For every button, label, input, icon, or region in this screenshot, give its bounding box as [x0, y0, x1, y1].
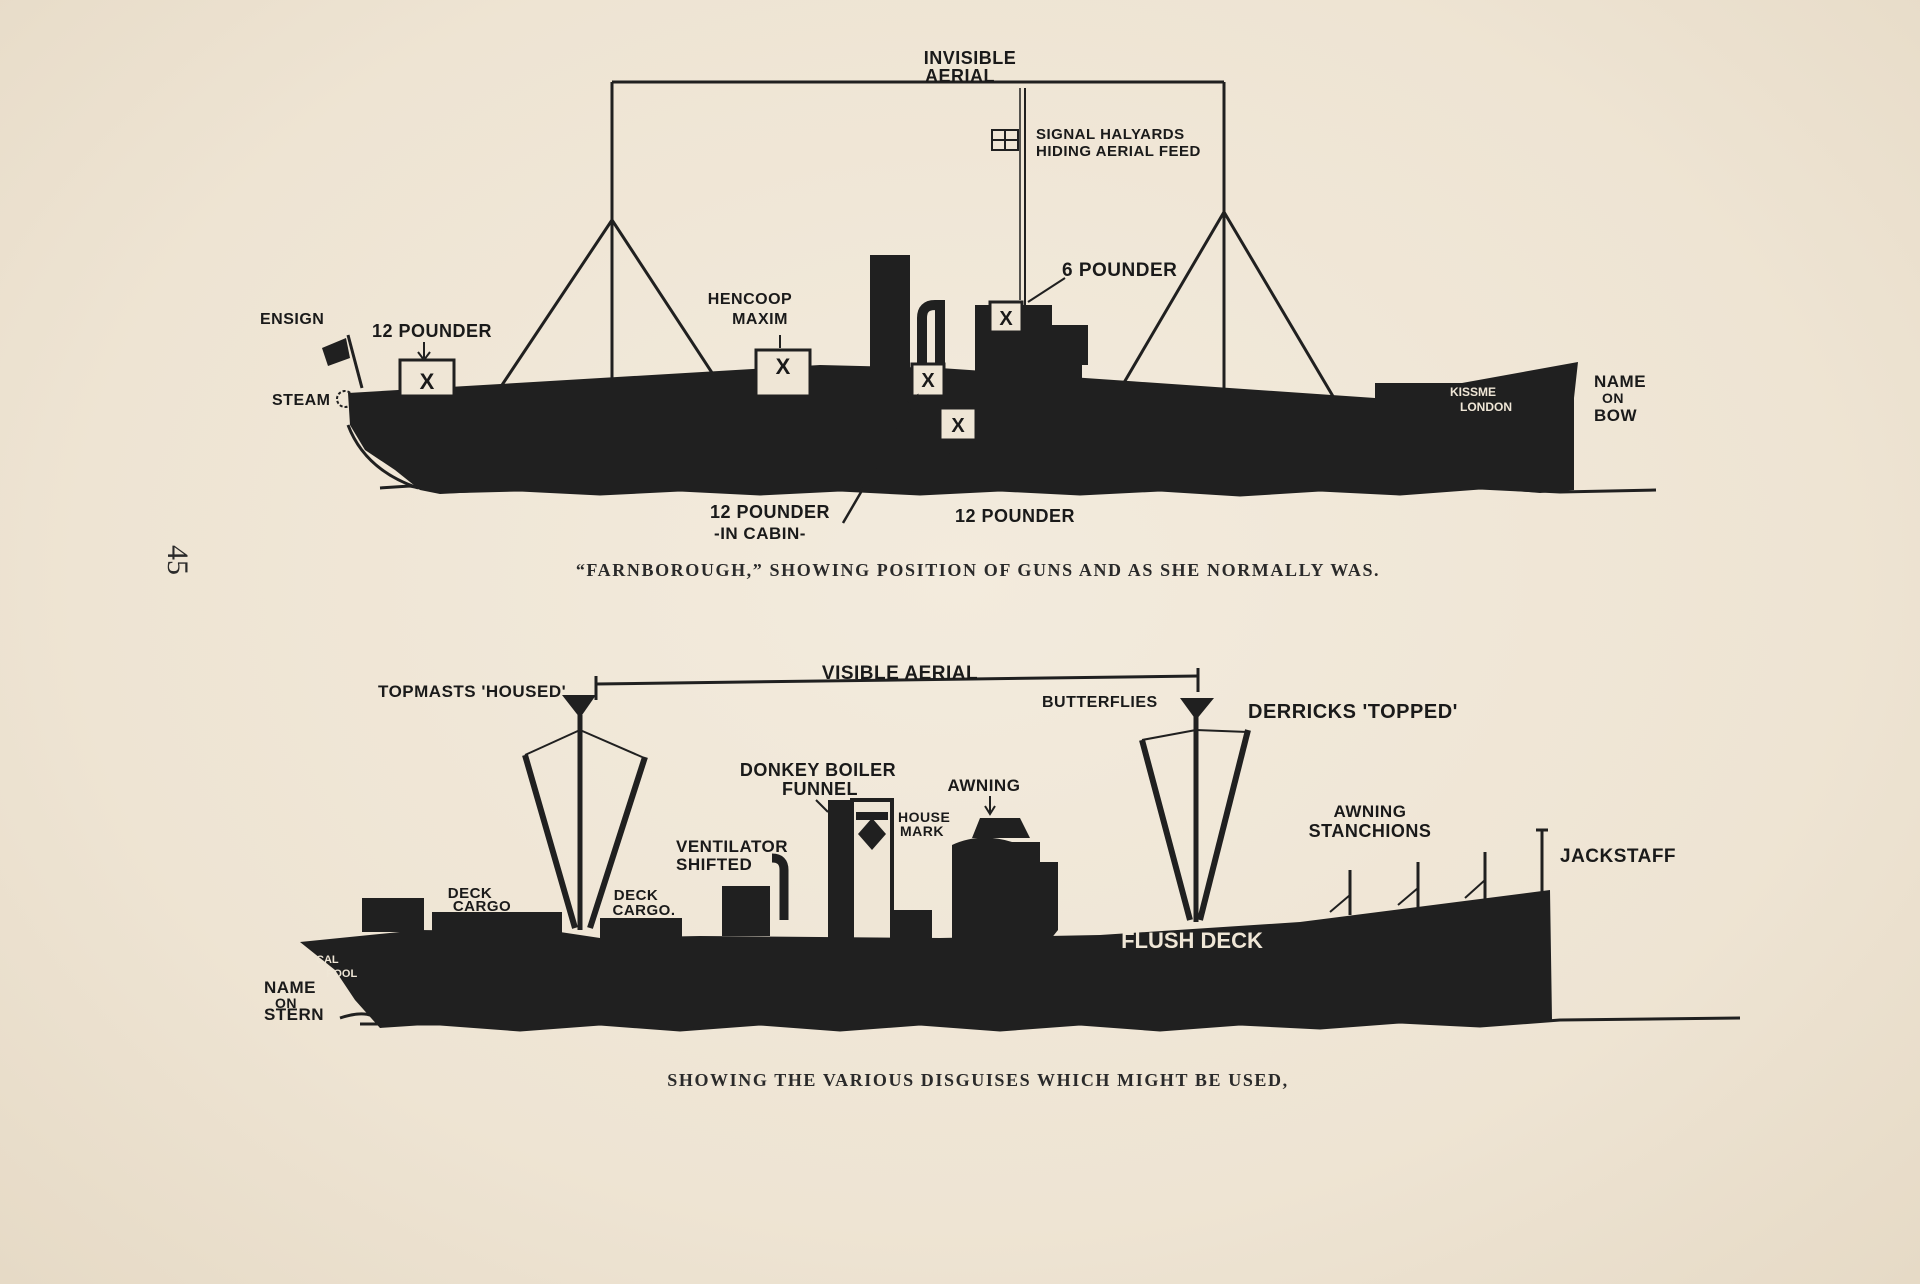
deck-cargo-aft-label: DECK: [448, 885, 493, 902]
page-number: 45: [161, 545, 194, 575]
shifted-label: SHIFTED: [676, 855, 752, 874]
jackstaff: [1536, 828, 1548, 895]
deck-cargo-mid-label: DECK: [614, 887, 659, 904]
svg-text:X: X: [776, 354, 791, 379]
visible-aerial: [594, 668, 1200, 700]
hiding-aerial-feed-label: HIDING AERIAL FEED: [1036, 143, 1201, 160]
invisible-aerial: [610, 80, 1226, 400]
bottom-ship-figure: VISIBLE AERIAL TOPMASTS 'HOUSED' BUTTERF…: [264, 663, 1741, 1090]
house-mark-stripe: [856, 812, 888, 820]
bottom-leader-arrows: [815, 796, 996, 816]
ship-name-on-bow: KISSME: [1450, 385, 1496, 399]
signal-halyards-label: SIGNAL HALYARDS: [1036, 126, 1185, 143]
maxim-label: MAXIM: [732, 311, 788, 328]
name-on-stern-label-3: STERN: [264, 1005, 324, 1024]
cabin-12-pounder-label: 12 POUNDER: [710, 502, 830, 522]
port-name-on-bow: LONDON: [1460, 400, 1512, 414]
steam-pipe: [917, 300, 945, 375]
bow-wave: [346, 424, 419, 490]
top-waterline: [379, 484, 1657, 497]
svg-text:X: X: [921, 370, 935, 392]
invisible-aerial-label: INVISIBLE: [924, 48, 1017, 68]
name-on-bow-label-2: ON: [1602, 390, 1624, 406]
flush-deck-label: FLUSH DECK: [1121, 928, 1263, 953]
awning-bridge-top: [972, 818, 1030, 838]
awning-label: AWNING: [948, 776, 1021, 795]
gun-midship-12-pounder: X: [938, 406, 978, 442]
bottom-figure-caption: SHOWING THE VARIOUS DISGUISES WHICH MIGH…: [667, 1070, 1289, 1090]
hencoop-label: HENCOOP: [708, 291, 792, 308]
name-on-bow-label: NAME: [1594, 372, 1646, 391]
six-pounder-label: 6 POUNDER: [1062, 260, 1177, 281]
gun-aft-12-pounder: X: [398, 358, 456, 398]
top-figure-caption: “FARNBOROUGH,” SHOWING POSITION OF GUNS …: [576, 560, 1380, 580]
ensign-flag-icon: [322, 334, 364, 389]
topmasts-housed-label: TOPMASTS 'HOUSED': [378, 682, 566, 701]
svg-text:X: X: [999, 308, 1013, 330]
mid-deck-cargo: [600, 918, 682, 940]
house-mark-label-2: MARK: [900, 823, 944, 839]
cabin-12-pounder-label-2: -IN CABIN-: [714, 524, 806, 543]
gun-cabin-12-pounder: X: [910, 362, 946, 398]
ensign-label: ENSIGN: [260, 311, 324, 328]
midship-12-pounder-label: 12 POUNDER: [955, 506, 1075, 526]
main-mast-derricks: [1139, 698, 1251, 922]
gun-6-pounder: X: [988, 300, 1024, 334]
svg-text:X: X: [951, 415, 965, 437]
gun-hencoop-maxim: X: [754, 348, 812, 398]
awning-stanchions-label: AWNING: [1334, 802, 1407, 821]
bottom-hull: [300, 890, 1552, 1030]
name-on-stern-label-2: ON: [275, 995, 297, 1011]
derricks-topped-label: DERRICKS 'TOPPED': [1248, 701, 1458, 723]
steam-whistle-icon: [336, 390, 354, 408]
deck-cargo-aft-label-2: CARGO: [453, 898, 511, 915]
svg-text:X: X: [420, 369, 435, 394]
awning-stanchions: [1329, 852, 1487, 915]
deck-cargo-mid-label-2: CARGO.: [613, 902, 676, 919]
top-leader-arrows: [417, 277, 1066, 524]
bottom-waterline: [360, 1016, 1741, 1032]
bottom-bridge: [952, 837, 1058, 940]
ventilator-label: VENTILATOR: [676, 837, 788, 856]
signal-flag-icon: [991, 129, 1019, 151]
butterflies-label: BUTTERFLIES: [1042, 694, 1158, 711]
aft-12-pounder-label: 12 POUNDER: [372, 321, 492, 341]
house-mark-label: HOUSE: [898, 809, 950, 825]
steam-label: STEAM: [272, 392, 331, 409]
name-on-stern-label: NAME: [264, 978, 316, 997]
donkey-boiler-label: DONKEY BOILER: [740, 760, 896, 780]
invisible-aerial-label-2: AERIAL: [925, 66, 995, 86]
ventilator-house: [722, 886, 770, 936]
top-ship-figure: X X X X X: [260, 48, 1657, 580]
fore-mast-rigging: [496, 219, 724, 392]
aft-deckhouse: [362, 898, 424, 932]
shifted-ventilator: [771, 853, 789, 920]
funnel-label: FUNNEL: [782, 779, 858, 799]
stern-name-label-2: POOL: [326, 968, 357, 980]
stern-name-label: CAL: [316, 954, 339, 966]
jackstaff-label: JACKSTAFF: [1560, 846, 1676, 867]
awning-stanchions-label-2: STANCHIONS: [1309, 821, 1432, 841]
stern-wave: [339, 1012, 382, 1023]
bridge-block: [892, 910, 932, 940]
visible-aerial-label: VISIBLE AERIAL: [822, 663, 978, 684]
house-mark-diamond-icon: [858, 818, 886, 850]
name-on-bow-label-3: BOW: [1594, 406, 1638, 425]
fore-mast-derricks: [522, 695, 648, 930]
donkey-funnel: [828, 800, 850, 940]
